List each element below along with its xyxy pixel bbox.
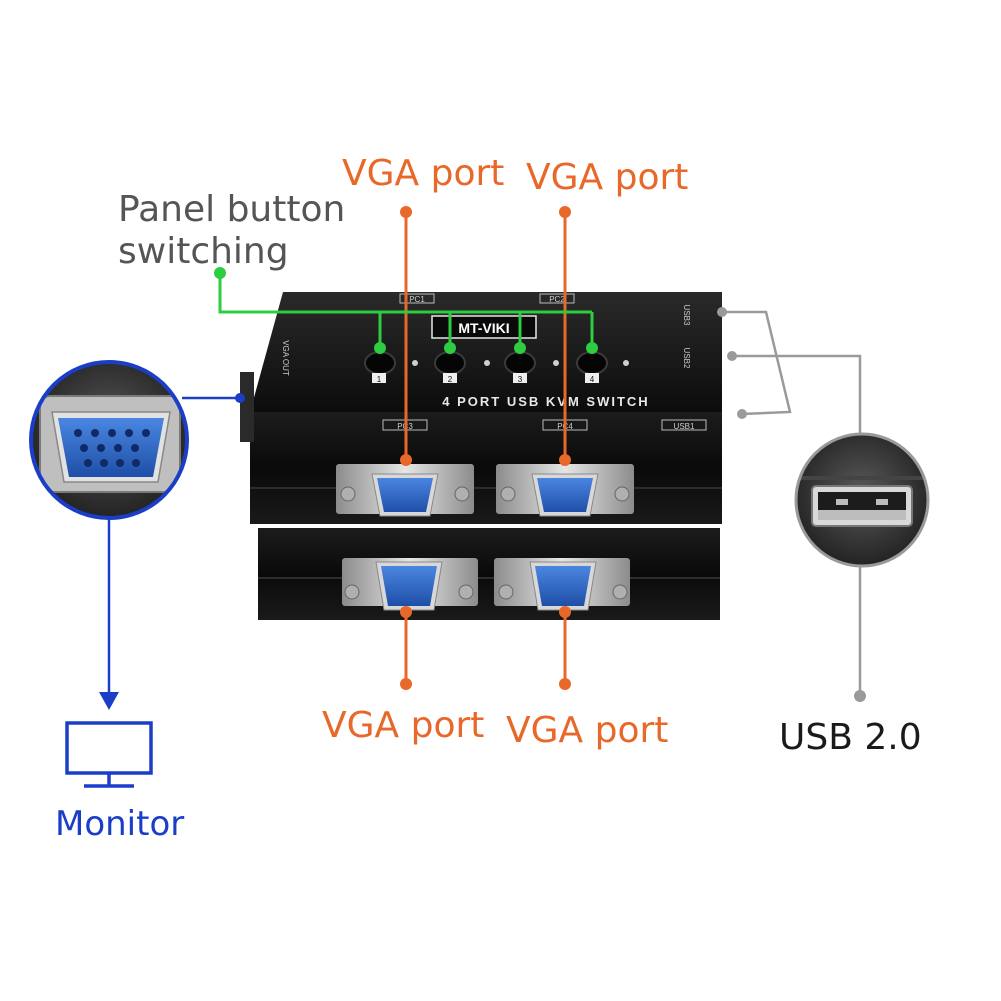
led-1: [412, 360, 418, 366]
panel-button-1[interactable]: 1: [364, 351, 396, 384]
led-4: [623, 360, 629, 366]
device-lower-front: [258, 528, 720, 620]
vga-callout-lines: [400, 206, 571, 690]
monitor-label: Monitor: [55, 804, 185, 844]
monitor-callout-lines: [99, 393, 245, 710]
usb-callout-lines: [717, 307, 866, 702]
usb-port-zoom: [794, 432, 930, 568]
device-side-vga-out: [240, 372, 254, 442]
port-label-pc2: PC2: [549, 295, 565, 304]
vga-out-connector-icon: [58, 418, 164, 477]
vga-port-label-bottom-right: VGA port: [506, 710, 669, 751]
device-upper-front: [250, 412, 722, 524]
panel-button-4[interactable]: 4: [576, 351, 608, 384]
monitor-icon: [65, 721, 153, 788]
model-text: 4 PORT USB KVM SWITCH: [442, 394, 649, 409]
port-label-vga-out: VGA OUT: [281, 340, 290, 376]
port-label-usb1: USB1: [674, 422, 695, 431]
panel-button-2-label: 2: [448, 375, 453, 384]
panel-button-4-label: 4: [590, 375, 595, 384]
panel-button-label-line1: Panel button: [118, 189, 346, 230]
panel-button-label-line2: switching: [118, 231, 289, 272]
led-3: [553, 360, 559, 366]
vga-port-label-bottom-left: VGA port: [322, 705, 485, 746]
vga-port-pc4: [494, 558, 630, 611]
vga-port-pc1: [336, 464, 474, 517]
brand-logo-box: [431, 315, 537, 339]
port-label-usb3: USB3: [682, 305, 691, 326]
vga-port-label-top-right: VGA port: [526, 157, 689, 198]
led-2: [484, 360, 490, 366]
kvm-switch-device: MT-VIKI PC1 PC2 PC3 PC4 USB1 USB2 USB3 V…: [240, 292, 722, 620]
panel-button-callout-lines: [214, 267, 598, 354]
brand-logo: MT-VIKI: [458, 320, 509, 336]
usb-label: USB 2.0: [779, 717, 922, 758]
vga-port-pc3: [342, 558, 478, 611]
panel-button-1-label: 1: [377, 375, 382, 384]
port-label-pc1: PC1: [409, 295, 425, 304]
panel-button-3-label: 3: [518, 375, 523, 384]
vga-port-pc2: [496, 464, 634, 517]
vga-out-zoom: [29, 360, 189, 520]
panel-button-2[interactable]: 2: [434, 351, 466, 384]
device-top-face: [250, 292, 722, 412]
port-label-usb2: USB2: [682, 348, 691, 369]
vga-port-label-top-left: VGA port: [342, 153, 505, 194]
